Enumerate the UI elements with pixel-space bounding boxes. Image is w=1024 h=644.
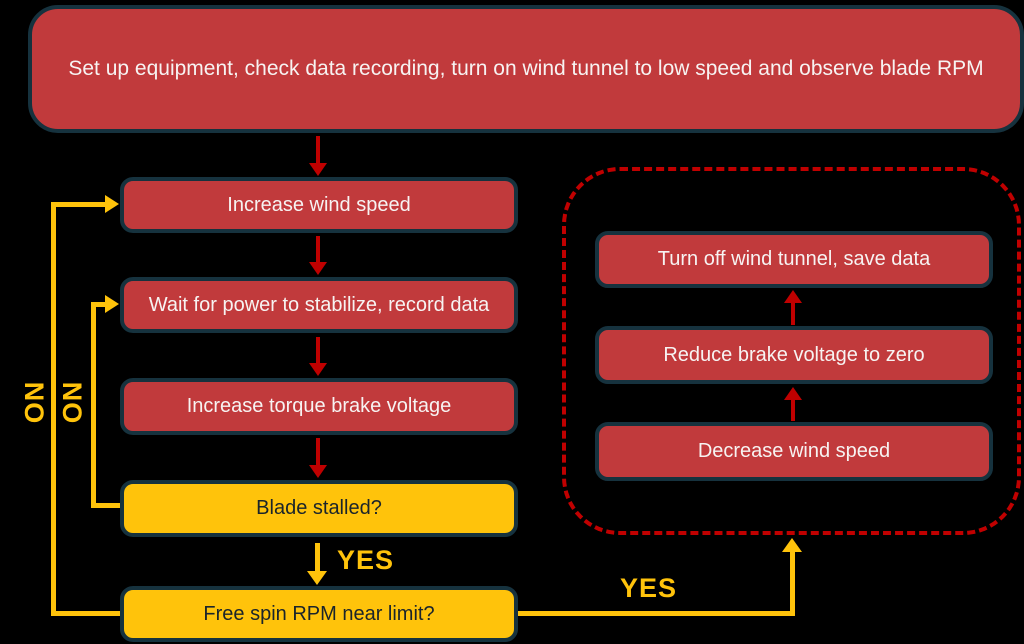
edge-label-yes-stall: YES <box>337 545 395 575</box>
edge-label-yes-limit: YES <box>620 573 678 603</box>
node-decrease-wind-speed: Decrease wind speed <box>595 422 993 481</box>
node-reduce-brake-voltage: Reduce brake voltage to zero <box>595 326 993 384</box>
edge-label-no-outer: NO <box>19 381 49 425</box>
node-blade-stalled: Blade stalled? <box>120 480 518 537</box>
edge-label-no-inner: NO <box>57 381 87 425</box>
node-increase-wind-speed-label: Increase wind speed <box>227 193 411 216</box>
node-setup-label: Set up equipment, check data recording, … <box>68 56 984 80</box>
shutdown-group-outline <box>562 167 1021 535</box>
node-reduce-brake-voltage-label: Reduce brake voltage to zero <box>663 343 925 366</box>
node-increase-brake-voltage-label: Increase torque brake voltage <box>186 395 452 417</box>
node-blade-stalled-label: Blade stalled? <box>256 497 382 519</box>
node-free-spin-limit: Free spin RPM near limit? <box>120 586 518 642</box>
node-turn-off-tunnel-label: Turn off wind tunnel, save data <box>657 248 931 270</box>
node-setup: Set up equipment, check data recording, … <box>28 5 1024 133</box>
node-free-spin-limit-label: Free spin RPM near limit? <box>203 602 435 625</box>
node-turn-off-tunnel: Turn off wind tunnel, save data <box>595 231 993 288</box>
node-wait-power-label: Wait for power to stabilize, record data <box>148 293 490 316</box>
node-increase-brake-voltage: Increase torque brake voltage <box>120 378 518 435</box>
node-decrease-wind-speed-label: Decrease wind speed <box>697 440 891 462</box>
node-increase-wind-speed: Increase wind speed <box>120 177 518 233</box>
node-wait-power: Wait for power to stabilize, record data <box>120 277 518 333</box>
